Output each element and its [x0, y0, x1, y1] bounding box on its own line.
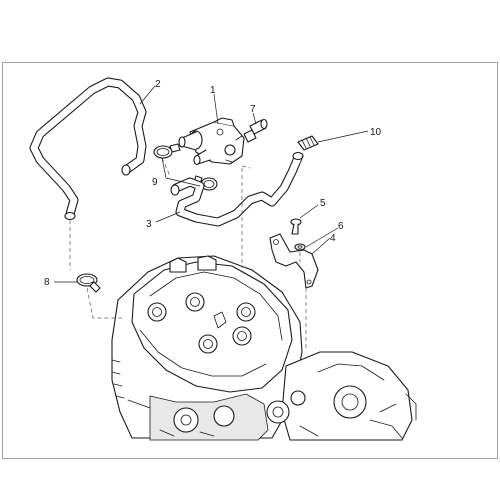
- screw-part-5: [290, 218, 302, 235]
- callout-5: 5: [320, 198, 326, 209]
- spark-plug-wells: [147, 292, 256, 354]
- callout-3: 3: [146, 219, 152, 230]
- callout-4: 4: [330, 233, 336, 244]
- hose-clamp-part-9-upper: [153, 143, 181, 159]
- diagram-frame: [2, 62, 498, 459]
- leader-lines: [54, 85, 369, 283]
- hose-clamp-part-8: [76, 273, 101, 293]
- fitting-part-10: [297, 135, 319, 151]
- plug-part-7: [243, 118, 268, 143]
- callout-9: 9: [152, 177, 158, 188]
- hose-part-3: [170, 151, 304, 227]
- callout-7: 7: [250, 104, 256, 115]
- callout-8: 8: [44, 277, 50, 288]
- engine-cylinder-head: [111, 255, 417, 441]
- callout-6: 6: [338, 221, 344, 232]
- washer-part-6: [294, 243, 306, 251]
- callout-2: 2: [155, 79, 161, 90]
- assembly-dash-lines: [69, 149, 307, 350]
- callout-1: 1: [210, 85, 216, 96]
- hose-part-2: [29, 77, 147, 221]
- callout-10: 10: [370, 127, 382, 138]
- valve-body-part-1: [178, 117, 245, 166]
- callout-labels: 2 1 7 10 9 5 3 6 4 8: [44, 79, 382, 288]
- bracket-part-4: [269, 233, 319, 289]
